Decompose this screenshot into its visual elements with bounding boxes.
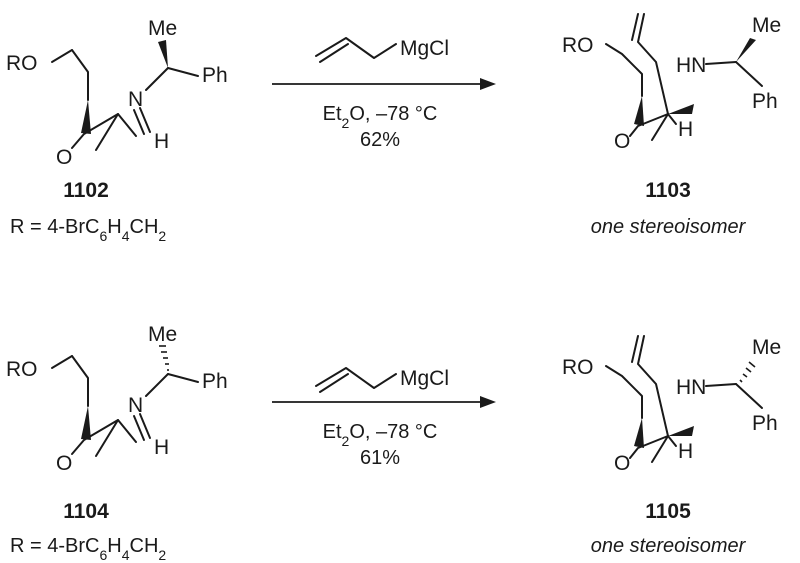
imine-double-bond bbox=[133, 413, 151, 441]
reagent-label: MgCl bbox=[400, 367, 449, 390]
conditions-label: Et2O, –78 °C bbox=[323, 103, 438, 131]
wedge-bond bbox=[81, 406, 91, 440]
arrow-head bbox=[480, 78, 496, 90]
bond-c-ph bbox=[167, 67, 199, 77]
imine-h-label: H bbox=[154, 130, 169, 153]
bond-n-c bbox=[705, 61, 737, 65]
epoxide-o-label: O bbox=[614, 452, 630, 475]
h-label: H bbox=[678, 440, 693, 463]
ro-label: RO bbox=[562, 356, 594, 379]
compound-1104-number: 1104 bbox=[63, 500, 109, 523]
bond-o-ch2 bbox=[51, 355, 73, 369]
bond-ch2-c bbox=[71, 49, 89, 101]
allyl-chain bbox=[631, 335, 669, 437]
methyl-label: Me bbox=[148, 323, 177, 346]
methyl-label: Me bbox=[752, 14, 781, 37]
bond-c-ph bbox=[735, 383, 763, 409]
allyl-chain bbox=[631, 13, 669, 115]
yield-label: 61% bbox=[360, 447, 400, 469]
product-1105-structure: RO HN Me Ph H O bbox=[562, 335, 781, 475]
h-label: H bbox=[678, 118, 693, 141]
epoxide-ring bbox=[71, 419, 119, 457]
compound-1105-number: 1105 bbox=[645, 500, 691, 523]
phenyl-label: Ph bbox=[752, 90, 778, 113]
phenyl-label: Ph bbox=[752, 412, 778, 435]
wedge-bond bbox=[634, 96, 644, 126]
bond-o-ch2 bbox=[51, 49, 73, 63]
wedge-bond bbox=[81, 100, 91, 134]
amine-label: HN bbox=[676, 54, 706, 77]
ro-label: RO bbox=[562, 34, 594, 57]
bond-ch2-c bbox=[71, 355, 89, 407]
wedge-methyl bbox=[158, 40, 168, 68]
reactant-1102-structure: RO N Me Ph H O bbox=[6, 17, 228, 169]
r-definition-1102: R = 4-BrC6H4CH2 bbox=[10, 216, 166, 244]
allyl-group bbox=[315, 37, 397, 63]
stereoisomer-note: one stereoisomer bbox=[591, 535, 747, 557]
conditions-label: Et2O, –78 °C bbox=[323, 421, 438, 449]
reagent-label: MgCl bbox=[400, 37, 449, 60]
epoxide-ring bbox=[629, 435, 669, 463]
methyl-label: Me bbox=[148, 17, 177, 40]
imine-n-label: N bbox=[128, 394, 143, 417]
epoxide-o-label: O bbox=[614, 130, 630, 153]
product-1103-structure: RO HN Me Ph H O bbox=[562, 13, 781, 153]
yield-label: 62% bbox=[360, 129, 400, 151]
methyl-label: Me bbox=[752, 336, 781, 359]
hash-methyl bbox=[739, 361, 756, 383]
stereoisomer-note: one stereoisomer bbox=[591, 216, 747, 238]
bond-c-h bbox=[667, 435, 677, 447]
r-definition-1104: R = 4-BrC6H4CH2 bbox=[10, 535, 166, 563]
compound-1102-number: 1102 bbox=[63, 179, 109, 202]
imine-double-bond bbox=[133, 107, 151, 135]
reaction-2-conditions: MgCl Et2O, –78 °C 61% bbox=[272, 367, 496, 469]
imine-h-label: H bbox=[154, 436, 169, 459]
arrow-head bbox=[480, 396, 496, 408]
reaction-1: RO N Me Ph H O 1102 R = 4-BrC6H4CH2 MgCl… bbox=[6, 13, 781, 244]
ro-label: RO bbox=[6, 358, 38, 381]
wedge-stereocenter bbox=[668, 104, 694, 114]
reactant-1104-structure: RO N Me Ph H O bbox=[6, 323, 228, 475]
wedge-bond bbox=[634, 418, 644, 448]
phenyl-label: Ph bbox=[202, 370, 228, 393]
imine-n-label: N bbox=[128, 88, 143, 111]
bond-n-c bbox=[145, 67, 169, 91]
reaction-1-conditions: MgCl Et2O, –78 °C 62% bbox=[272, 37, 496, 151]
wedge-methyl bbox=[736, 38, 756, 62]
epoxide-ring bbox=[71, 113, 119, 151]
bond-c-ph bbox=[167, 373, 199, 383]
reaction-2: RO N Me Ph H O 1104 R = 4-BrC6H4CH2 bbox=[6, 323, 781, 563]
bond-c-ch bbox=[117, 419, 137, 443]
amine-label: HN bbox=[676, 376, 706, 399]
allyl-group bbox=[315, 367, 397, 393]
ro-label: RO bbox=[6, 52, 38, 75]
bond-c-ch bbox=[117, 113, 137, 137]
bond-c-ph bbox=[735, 61, 763, 87]
hash-methyl bbox=[159, 345, 169, 371]
epoxide-ring bbox=[629, 113, 669, 141]
compound-1103-number: 1103 bbox=[645, 179, 691, 202]
bond-n-c bbox=[705, 383, 737, 387]
bond-o-ch2 bbox=[605, 365, 643, 419]
bond-n-c bbox=[145, 373, 169, 397]
wedge-stereocenter bbox=[668, 426, 694, 436]
epoxide-o-label: O bbox=[56, 146, 72, 169]
bond-o-ch2 bbox=[605, 43, 643, 97]
epoxide-o-label: O bbox=[56, 452, 72, 475]
phenyl-label: Ph bbox=[202, 64, 228, 87]
bond-c-h bbox=[667, 113, 677, 125]
